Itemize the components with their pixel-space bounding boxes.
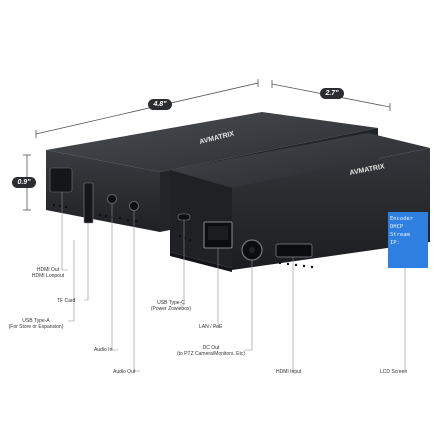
label-audio-out: Audio Out [113, 369, 136, 375]
device-right [170, 133, 430, 272]
lcd-line: Stream [390, 232, 410, 238]
label-audio-in: Audio In [94, 347, 113, 353]
label-dc-out: DC Out (to PTZ Camera/Monitors, Etc) [176, 345, 246, 357]
lcd-display: Encoder DHCP Stream IP: [388, 212, 428, 268]
hdmi-input-port [275, 243, 313, 258]
usb-c-port [177, 213, 191, 221]
leader-lines [61, 192, 406, 372]
usb-a-port [83, 182, 94, 224]
lcd-line: Encoder [390, 216, 414, 222]
lcd-line: IP: [390, 240, 400, 246]
label-tf-card: TF Card [57, 298, 76, 304]
label-hdmi-out: HDMI Out HDMI Loopout [31, 267, 65, 279]
audio-in-jack [107, 194, 117, 204]
label-usb-type-c: USB Type-C (Power Zowiebox) [150, 300, 192, 312]
label-lan-poe: LAN / PoE [199, 324, 223, 330]
label-hdmi-input: HDMI Input [276, 369, 302, 375]
height-dimension-badge: 0.9" [12, 177, 36, 188]
audio-out-jack [129, 201, 139, 211]
lcd-line: DHCP [390, 224, 404, 230]
width-dimension-badge: 2.7" [320, 88, 344, 99]
label-lcd-screen: LCD Screen [380, 369, 408, 375]
label-usb-type-a: USB Type-A (For Store or Expansion) [8, 318, 64, 330]
hdmi-out-port [49, 167, 73, 193]
length-dimension-badge: 4.8" [148, 99, 172, 110]
